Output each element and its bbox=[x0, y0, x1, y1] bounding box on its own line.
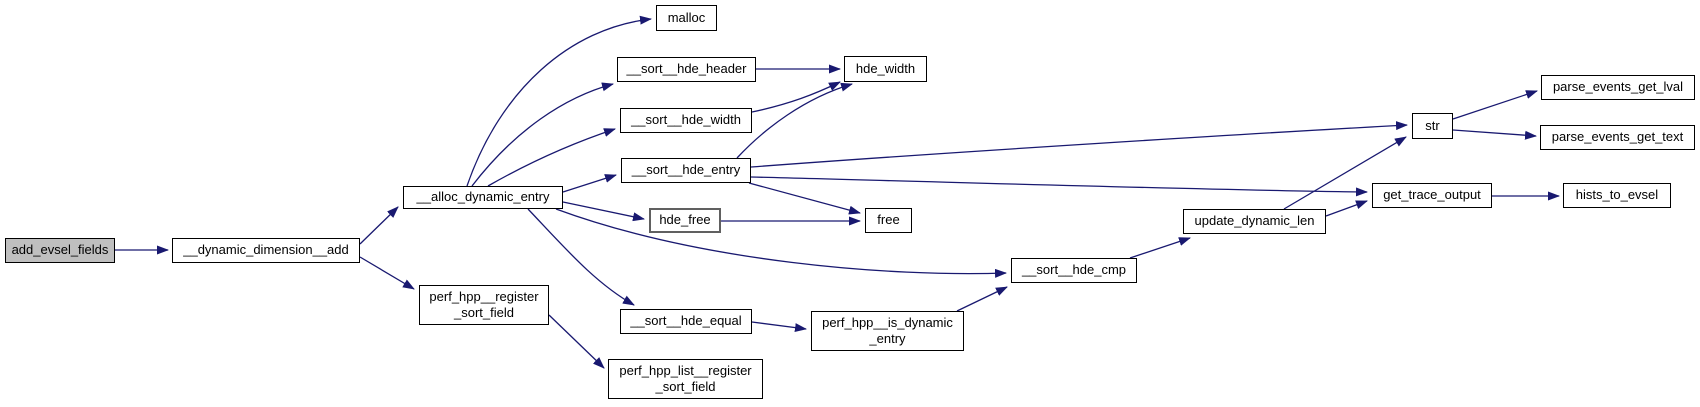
edge-__sort__hde_entry-str bbox=[750, 121, 1408, 168]
node-dynamic-dimension-add[interactable]: __dynamic_dimension__add bbox=[172, 238, 360, 263]
edge-__alloc_dynamic_entry-malloc bbox=[466, 15, 652, 187]
node-hde-width[interactable]: hde_width bbox=[844, 56, 927, 82]
edge-__sort__hde_entry-free bbox=[748, 182, 861, 215]
node-update-dynamic-len[interactable]: update_dynamic_len bbox=[1183, 209, 1326, 234]
edge-__dynamic_dimension__add-perf_hpp__register_sort_field bbox=[359, 256, 415, 290]
edge-__alloc_dynamic_entry-__sort__hde_width bbox=[487, 128, 616, 187]
node-add-evsel-fields: add_evsel_fields bbox=[5, 238, 115, 263]
node-sort-hde-equal[interactable]: __sort__hde_equal bbox=[620, 309, 752, 334]
edge-__alloc_dynamic_entry-hde_free bbox=[562, 201, 645, 222]
edge-__sort__hde_equal-perf_hpp__is_dynamic_entry bbox=[751, 321, 807, 333]
edge-__sort__hde_entry-hde_width bbox=[736, 82, 853, 159]
node-parse-events-get-text[interactable]: parse_events_get_text bbox=[1540, 125, 1695, 150]
edge-perf_hpp__is_dynamic_entry-__sort__hde_cmp bbox=[956, 286, 1008, 312]
edge-str-parse_events_get_lval bbox=[1452, 90, 1538, 120]
edge-update_dynamic_len-get_trace_output bbox=[1325, 200, 1368, 217]
node-hde-free[interactable]: hde_free bbox=[649, 208, 721, 233]
edge-__dynamic_dimension__add-__alloc_dynamic_entry bbox=[359, 206, 399, 245]
node-alloc-dynamic-entry[interactable]: __alloc_dynamic_entry bbox=[403, 186, 563, 209]
edge-__alloc_dynamic_entry-__sort__hde_cmp bbox=[555, 208, 1007, 278]
node-malloc[interactable]: malloc bbox=[656, 5, 717, 31]
node-perf-hpp-is-dynamic-entry[interactable]: perf_hpp__is_dynamic _entry bbox=[811, 311, 964, 351]
edge-update_dynamic_len-str bbox=[1283, 136, 1407, 210]
node-perf-hpp-register-sort-field[interactable]: perf_hpp__register _sort_field bbox=[419, 285, 549, 325]
node-get-trace-output[interactable]: get_trace_output bbox=[1372, 183, 1492, 208]
node-sort-hde-cmp[interactable]: __sort__hde_cmp bbox=[1011, 258, 1137, 283]
node-sort-hde-entry[interactable]: __sort__hde_entry bbox=[621, 158, 751, 183]
node-free[interactable]: free bbox=[865, 208, 912, 233]
node-sort-hde-header[interactable]: __sort__hde_header bbox=[617, 57, 756, 82]
edge-__alloc_dynamic_entry-__sort__hde_header bbox=[471, 82, 614, 187]
edge-__alloc_dynamic_entry-__sort__hde_entry bbox=[562, 174, 617, 193]
edge-__alloc_dynamic_entry-__sort__hde_equal bbox=[527, 208, 635, 306]
node-parse-events-get-lval[interactable]: parse_events_get_lval bbox=[1541, 75, 1695, 100]
edge-__sort__hde_entry-get_trace_output bbox=[750, 176, 1368, 197]
edge-__sort__hde_cmp-update_dynamic_len bbox=[1129, 237, 1191, 259]
node-perf-hpp-list-register-sort-field[interactable]: perf_hpp_list__register _sort_field bbox=[608, 359, 763, 399]
edge-perf_hpp__register_sort_field-perf_hpp_list__register_sort_field bbox=[548, 314, 605, 369]
node-str[interactable]: str bbox=[1412, 113, 1453, 139]
edge-__sort__hde_width-hde_width bbox=[751, 81, 841, 113]
node-sort-hde-width[interactable]: __sort__hde_width bbox=[620, 108, 752, 133]
node-hists-to-evsel[interactable]: hists_to_evsel bbox=[1563, 183, 1671, 208]
edge-str-parse_events_get_text bbox=[1452, 129, 1537, 140]
